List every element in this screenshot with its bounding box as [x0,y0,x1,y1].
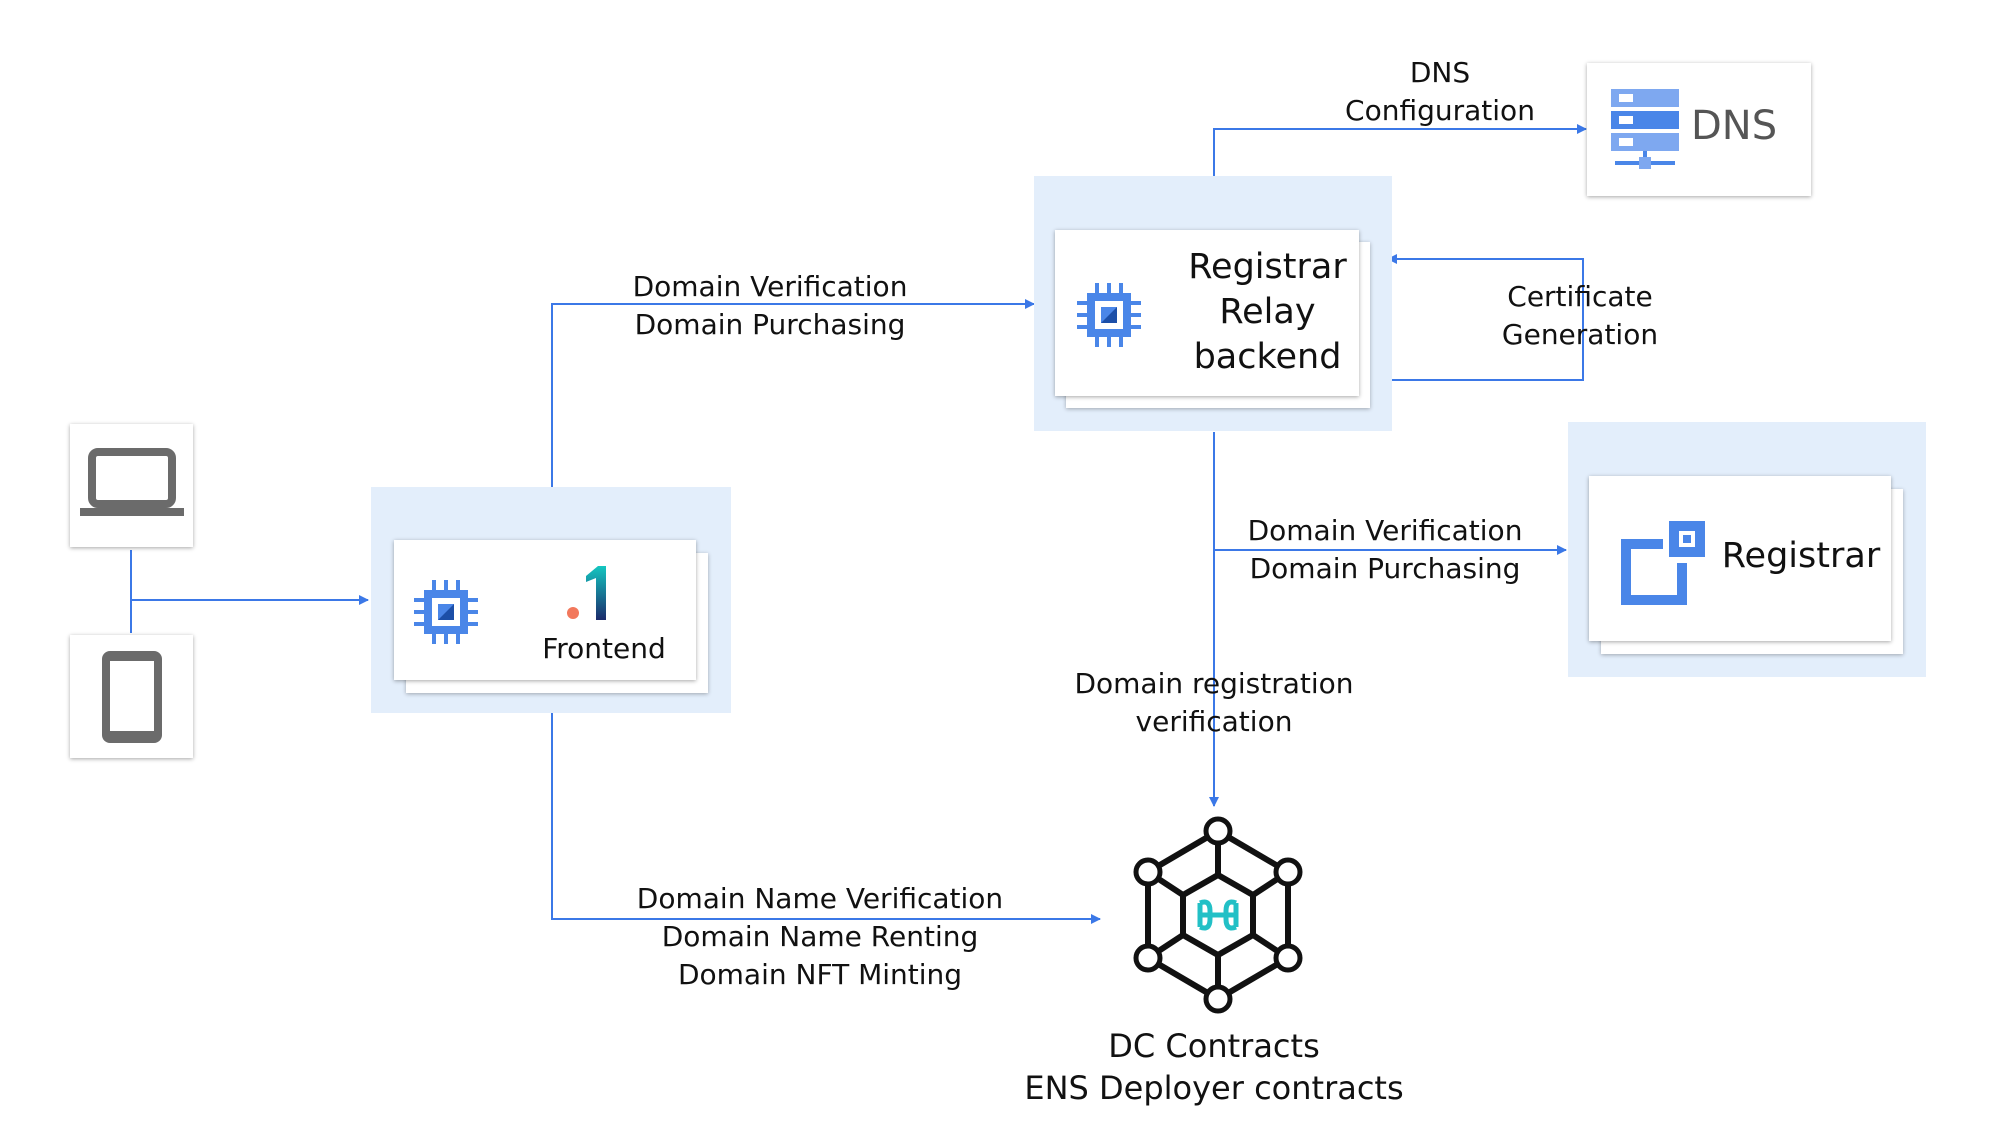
frontend-to-relay-arrow [551,299,1035,488]
edge-label-line: DNS [1409,56,1471,89]
contracts-label: DC Contracts ENS Deployer contracts [1014,1025,1414,1109]
edge-label-frontend-to-contracts: Domain Name Verification Domain Name Ren… [620,880,1020,994]
frontend-card: Frontend [394,540,696,680]
chip-icon [1075,281,1143,353]
tablet-card [70,635,193,758]
contracts-label-line-1: DC Contracts [1108,1027,1320,1065]
edge-label-frontend-to-relay: Domain Verification Domain Purchasing [600,268,940,344]
one-logo-icon [564,562,614,628]
edge-label-line: Domain Verification [632,270,908,303]
registrar-card: Registrar [1589,476,1891,641]
relay-label: Registrar Relay backend [1175,245,1360,380]
relay-label-line-2: Relay [1219,292,1316,332]
edge-label-line: Domain registration [1074,667,1354,700]
frontend-to-contracts-arrow [551,713,1101,924]
dns-card: DNS [1587,63,1811,196]
tablet-icon [100,649,164,749]
dns-label: DNS [1691,103,1778,149]
edge-label-line: Domain Name Renting [661,920,979,953]
laptop-icon [78,444,186,528]
edge-label-line: Configuration [1345,94,1535,127]
edge-label-line: verification [1135,705,1293,738]
edge-label-line: Certificate [1507,280,1653,313]
contracts-label-line-2: ENS Deployer contracts [1024,1069,1404,1107]
edge-label-line: Domain Name Verification [636,882,1004,915]
edge-label-relay-to-contracts: Domain registration verification [1064,665,1364,741]
chip-icon [412,578,480,650]
edge-label-line: Domain Purchasing [1249,552,1521,585]
relay-to-dns-arrow [1213,124,1587,176]
registrar-label: Registrar [1721,536,1881,576]
edge-label-relay-to-dns: DNS Configuration [1320,54,1560,130]
edge-label-line: Domain NFT Minting [677,958,963,991]
edge-label-relay-self: Certificate Generation [1470,278,1690,354]
relay-label-line-1: Registrar [1188,247,1347,287]
laptop-card [70,424,193,547]
edge-label-line: Generation [1501,318,1659,351]
frontend-label: Frontend [542,632,666,665]
relay-self-loop-arrow [1387,254,1584,381]
relay-card: Registrar Relay backend [1055,230,1359,396]
edge-label-line: Domain Purchasing [634,308,906,341]
registrar-icon [1615,519,1707,615]
harmony-network-icon [1118,815,1318,1019]
edge-label-relay-to-registrar: Domain Verification Domain Purchasing [1215,512,1555,588]
edge-label-line: Domain Verification [1247,514,1523,547]
relay-label-line-3: backend [1193,337,1342,377]
dns-server-icon [1611,89,1679,173]
